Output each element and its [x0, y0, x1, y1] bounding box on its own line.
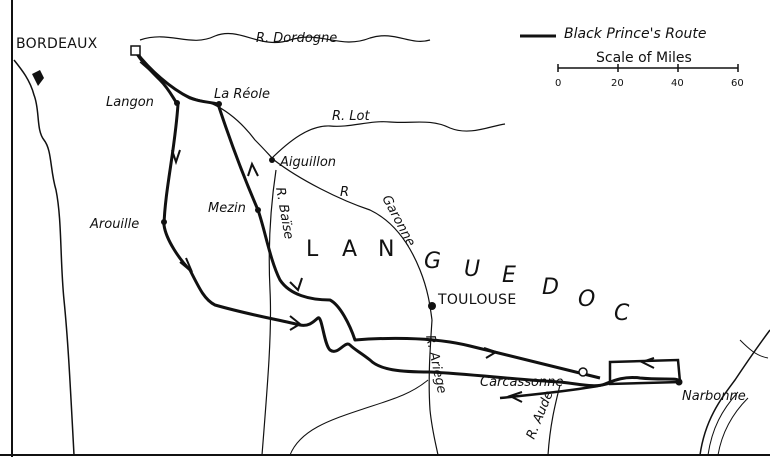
atlantic-coast	[13, 59, 75, 456]
gironde-estuary	[32, 70, 44, 86]
toulouse-marker	[428, 302, 436, 310]
aiguillon-marker	[269, 157, 275, 163]
coast-hatching	[707, 339, 769, 456]
scale-tick-label-60: 60	[731, 78, 744, 89]
town-label-mezin: Mezin	[208, 201, 246, 216]
route-return-north	[134, 51, 601, 380]
route-arrow-1	[171, 149, 181, 166]
route-outward-south	[134, 51, 679, 388]
river-minor-south	[289, 379, 429, 456]
mediterranean-coast	[699, 329, 770, 456]
mezin-marker	[255, 207, 261, 213]
region-letter-l: L	[306, 237, 320, 262]
town-label-arouille: Arouille	[89, 217, 139, 232]
route-arrow-5	[507, 391, 523, 403]
region-letter-u: U	[464, 257, 480, 282]
scale-tick-label-40: 40	[671, 78, 684, 89]
region-letter-g: G	[424, 249, 441, 274]
route-arrow-7	[247, 161, 259, 177]
region-letter-a: A	[342, 237, 359, 262]
town-label-aiguillon: Aiguillon	[279, 155, 336, 170]
arouille-marker	[161, 219, 167, 225]
narbonne-marker	[675, 378, 683, 386]
route-arrow-3	[289, 315, 302, 331]
route-arrow-8	[289, 277, 303, 292]
legend-scale-label: Scale of Miles	[596, 50, 692, 66]
town-label-bordeaux: BORDEAUX	[16, 36, 98, 52]
route-arrow-6	[639, 357, 655, 369]
region-letter-e: E	[502, 263, 516, 288]
route-carcassonne-spur	[499, 380, 613, 400]
region-letter-d: D	[542, 275, 559, 300]
route-arrow-2	[179, 257, 193, 273]
legend-route-label: Black Prince's Route	[564, 26, 706, 42]
river-label-garonne-r: R	[340, 185, 349, 200]
scale-tick-label-0: 0	[555, 78, 561, 89]
town-label-toulouse: TOULOUSE	[437, 292, 517, 308]
town-label-langon: Langon	[106, 95, 154, 110]
river-label-lot: R. Lot	[332, 109, 370, 124]
carcassonne-marker	[578, 367, 588, 377]
town-label-lareole: La Réole	[214, 87, 270, 102]
langon-marker	[174, 100, 180, 106]
region-letter-n: N	[378, 237, 396, 262]
river-ariege	[428, 319, 439, 456]
region-letter-c: C	[614, 301, 630, 326]
region-letter-o: O	[578, 287, 595, 312]
river-baise	[261, 169, 277, 456]
river-lot	[269, 121, 506, 161]
bordeaux-marker	[130, 45, 141, 56]
route-arrow-4	[483, 347, 499, 359]
town-label-carcassonne: Carcassonne	[480, 375, 563, 390]
lareole-marker	[216, 101, 222, 107]
town-label-narbonne: Narbonne	[682, 389, 746, 404]
river-dordogne	[139, 32, 431, 44]
river-label-dordogne: R. Dordogne	[256, 31, 337, 46]
scale-tick-label-20: 20	[611, 78, 624, 89]
